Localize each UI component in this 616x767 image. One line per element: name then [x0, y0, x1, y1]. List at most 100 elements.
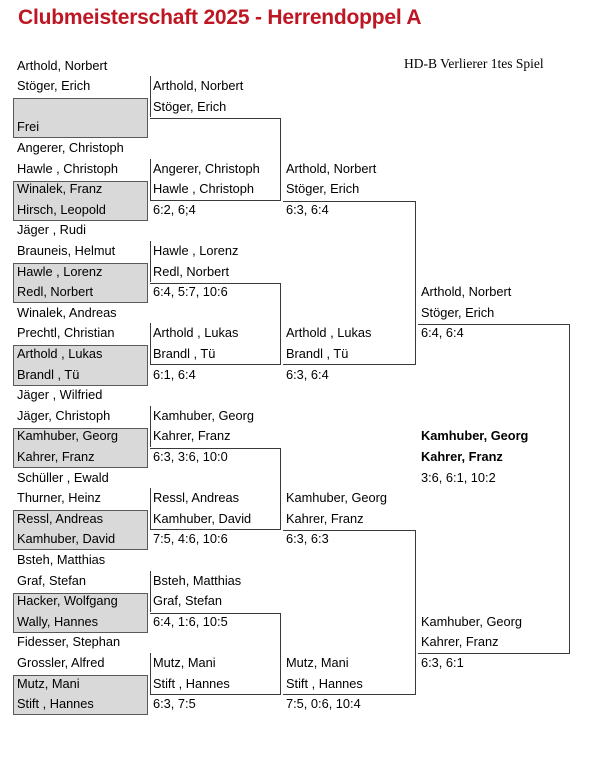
round2-score: 6:3, 7:5: [153, 696, 196, 712]
round3-player1: Mutz, Mani: [286, 654, 349, 670]
round2-player2: Redl, Norbert: [153, 263, 230, 279]
round1-player1: Jäger , Rudi: [17, 222, 86, 238]
round4-connector: [283, 200, 416, 366]
round1-player2: Brandl , Tü: [17, 366, 80, 382]
round2-player1: Mutz, Mani: [153, 654, 216, 670]
round1-match-box: [13, 263, 148, 304]
round3-score: 7:5, 0:6, 10:4: [286, 696, 361, 712]
round1-match-box: [13, 675, 148, 716]
round4-player1: Arthold, Norbert: [421, 284, 512, 300]
round1-player1: Bsteh, Matthias: [17, 551, 106, 567]
round1-player2: Kahrer, Franz: [17, 448, 95, 464]
round1-player1: Hawle , Lorenz: [17, 263, 103, 279]
round1-player1: Winalek, Franz: [17, 181, 103, 197]
round1-match-box: [13, 180, 148, 221]
round2-player1: Ressl, Andreas: [153, 490, 240, 506]
round2-player2: Graf, Stefan: [153, 593, 222, 609]
round2-player2: Kahrer, Franz: [153, 428, 231, 444]
round2-join-stub: [150, 158, 151, 200]
round2-score: 6:3, 3:6, 10:0: [153, 448, 228, 464]
round1-player2: Wally, Hannes: [17, 613, 99, 629]
round1-match-box: [13, 345, 148, 386]
round1-player2: Thurner, Heinz: [17, 490, 101, 506]
round2-score: 6:2, 6;4: [153, 201, 196, 217]
round1-player2: Prechtl, Christian: [17, 325, 115, 341]
round4-connector: [283, 530, 416, 696]
round3-connector: [150, 612, 281, 696]
round2-join-stub: [150, 405, 151, 447]
round1-player1: Angerer, Christoph: [17, 139, 124, 155]
round1-match-box: [13, 98, 148, 139]
round1-player2: Graf, Stefan: [17, 572, 86, 588]
round2-player1: Arthold , Lukas: [153, 325, 239, 341]
round3-connector: [150, 283, 281, 366]
round1-player1: Schüller , Ewald: [17, 469, 109, 485]
champion-player2: Kahrer, Franz: [421, 448, 503, 464]
round3-connector: [150, 447, 281, 531]
round4-score: 6:4, 6:4: [421, 325, 464, 341]
round3-player1: Kamhuber, Georg: [286, 490, 388, 506]
round1-player1: Hacker, Wolfgang: [17, 593, 118, 609]
round2-player2: Brandl , Tü: [153, 345, 216, 361]
round1-player2: Frei: [17, 119, 40, 135]
round1-player2: Jäger, Christoph: [17, 407, 111, 423]
round2-score: 7:5, 4:6, 10:6: [153, 531, 228, 547]
round1-player1: Ressl, Andreas: [17, 510, 104, 526]
round1-player2: Kamhuber, David: [17, 531, 116, 547]
round2-score: 6:4, 1:6, 10:5: [153, 613, 228, 629]
round2-player1: Hawle , Lorenz: [153, 242, 239, 258]
round2-player2: Hawle , Christoph: [153, 181, 254, 197]
round1-player1: Arthold , Lukas: [17, 345, 103, 361]
round2-player2: Stöger, Erich: [153, 98, 227, 114]
round1-player1: Winalek, Andreas: [17, 304, 117, 320]
bracket-note: HD-B Verlierer 1tes Spiel: [404, 56, 544, 71]
page-title: Clubmeisterschaft 2025 - Herrendoppel A: [18, 6, 422, 29]
round1-player2: Grossler, Alfred: [17, 654, 105, 670]
round3-score: 6:3, 6:4: [286, 366, 329, 382]
round2-join-stub: [150, 323, 151, 365]
round3-player1: Arthold , Lukas: [286, 325, 372, 341]
round2-join-stub: [150, 240, 151, 283]
round4-player1: Kamhuber, Georg: [421, 613, 523, 629]
round1-player2: Stöger, Erich: [17, 78, 91, 94]
round3-score: 6:3, 6:4: [286, 201, 329, 217]
round2-player1: Kamhuber, Georg: [153, 407, 255, 423]
round3-player2: Brandl , Tü: [286, 345, 349, 361]
round3-player2: Kahrer, Franz: [286, 510, 364, 526]
round2-join-stub: [150, 570, 151, 612]
round2-join-stub: [150, 76, 151, 118]
round1-player2: Hirsch, Leopold: [17, 201, 106, 217]
final-connector: [418, 324, 570, 654]
round1-player1: Arthold, Norbert: [17, 57, 108, 73]
round1-match-box: [13, 427, 148, 468]
round2-score: 6:4, 5:7, 10:6: [153, 284, 228, 300]
round1-player2: Brauneis, Helmut: [17, 242, 116, 258]
round2-join-stub: [150, 652, 151, 695]
round1-player2: Redl, Norbert: [17, 284, 94, 300]
round2-player1: Arthold, Norbert: [153, 78, 244, 94]
round2-player1: Bsteh, Matthias: [153, 572, 242, 588]
round3-player2: Stöger, Erich: [286, 181, 360, 197]
round1-player1: Jäger , Wilfried: [17, 387, 103, 403]
round1-player1: Fidesser, Stephan: [17, 634, 121, 650]
round4-player2: Kahrer, Franz: [421, 634, 499, 650]
final-score: 3:6, 6:1, 10:2: [421, 469, 496, 485]
round3-player2: Stift , Hannes: [286, 675, 363, 691]
round1-player1: Mutz, Mani: [17, 675, 80, 691]
round2-join-stub: [150, 488, 151, 530]
round1-player1: Kamhuber, Georg: [17, 428, 119, 444]
champion-player1: Kamhuber, Georg: [421, 428, 529, 444]
round1-match-box: [13, 592, 148, 633]
round2-player1: Angerer, Christoph: [153, 160, 260, 176]
round2-player2: Kamhuber, David: [153, 510, 252, 526]
round4-player2: Stöger, Erich: [421, 304, 495, 320]
round2-score: 6:1, 6:4: [153, 366, 196, 382]
round3-score: 6:3, 6:3: [286, 531, 329, 547]
round4-score: 6:3, 6:1: [421, 654, 464, 670]
round1-player2: Stift , Hannes: [17, 696, 94, 712]
round1-match-box: [13, 510, 148, 551]
round2-player2: Stift , Hannes: [153, 675, 230, 691]
round1-player2: Hawle , Christoph: [17, 160, 118, 176]
round3-connector: [150, 118, 281, 201]
